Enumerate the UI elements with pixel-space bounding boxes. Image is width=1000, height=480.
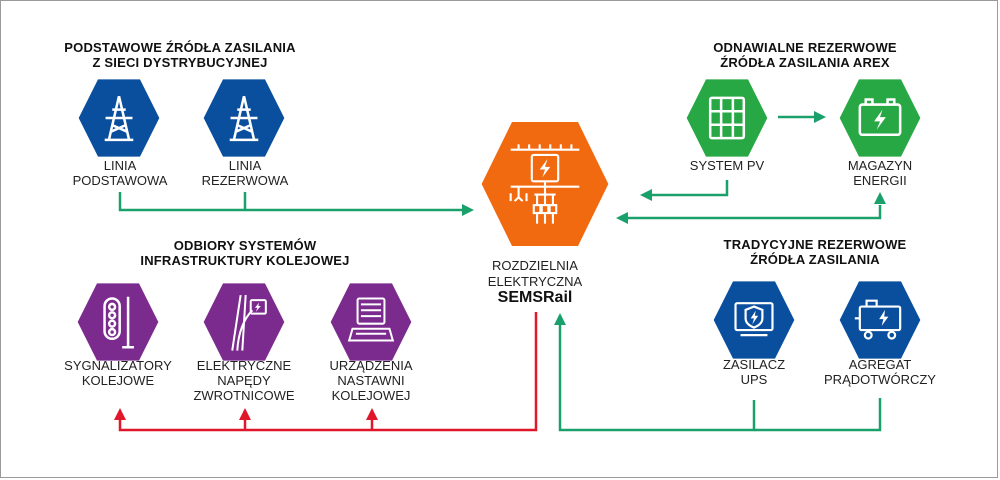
switchboard-icon (509, 144, 580, 224)
generator-icon (854, 299, 902, 340)
zasilacz-ups-label: ZASILACZ UPS (674, 357, 834, 387)
consumer-arrowhead-switches (239, 408, 251, 420)
agregat-label-line1: AGREGAT (848, 357, 912, 372)
battery-icon (858, 98, 902, 137)
linia-rezerwowa-node (202, 76, 286, 160)
zasilacz-ups-label-line2: UPS (740, 372, 768, 387)
linia-rezerwowa-label-line1: LINIA (228, 158, 262, 173)
napedy-label-line2: NAPĘDY (217, 373, 271, 388)
semsrail-brand: SEMSRail (497, 289, 573, 306)
linia-podstawowa-label-line1: LINIA (103, 158, 137, 173)
magazyn-energii-node (838, 76, 922, 160)
consumer-arrowhead-interlocking (366, 408, 378, 420)
rozdzielnia-label-line1: ROZDZIELNIA (492, 258, 578, 273)
zasilacz-ups-node (712, 278, 796, 362)
control-rack-icon (347, 297, 395, 342)
pv-to-storage-arrowhead (814, 111, 826, 123)
consumer-arrowhead-signals (114, 408, 126, 420)
center-to-storage-arrowhead (874, 192, 886, 204)
sygnalizatory-label-line2: KOLEJOWE (81, 373, 155, 388)
rozdzielnia-label-line2: ELEKTRYCZNA (487, 274, 583, 289)
ups-icon (734, 302, 774, 337)
magazyn-energii-label-line2: ENERGII (853, 173, 907, 188)
linia-rezerwowa-label: LINIA REZERWOWA (165, 158, 325, 188)
rozdzielnia-label: ROZDZIELNIA ELEKTRYCZNA SEMSRail (455, 258, 615, 306)
consumers-heading: ODBIORY SYSTEMÓW INFRASTRUKTURY KOLEJOWE… (130, 238, 360, 268)
urzadzenia-node (329, 280, 413, 364)
pv-to-center-arrowhead (640, 189, 652, 201)
napedy-label: ELEKTRYCZNE NAPĘDY ZWROTNICOWE (164, 358, 324, 403)
pv-to-center-connector (652, 180, 729, 197)
linia-podstawowa-label-line2: PODSTAWOWA (72, 173, 168, 188)
railway-signal-icon (103, 296, 134, 349)
agregat-node (838, 278, 922, 362)
power-tower-icon (104, 95, 134, 142)
basic-supply-arrowhead (462, 204, 474, 216)
power-tower-icon (229, 95, 259, 142)
agregat-label-line2: PRĄDOTWÓRCZY (824, 372, 936, 387)
urzadzenia-label-line1: URZĄDZENIA (329, 358, 413, 373)
storage-to-center-connector (628, 205, 882, 220)
system-pv-node (685, 76, 769, 160)
magazyn-energii-label: MAGAZYN ENERGII (800, 158, 960, 188)
sygnalizatory-label-line1: SYGNALIZATORY (64, 358, 172, 373)
traditional-heading: TRADYCYJNE REZERWOWE ŹRÓDŁA ZASILANIA (710, 237, 920, 267)
basic-supply-heading-line1: PODSTAWOWE ŹRÓDŁA ZASILANIA (64, 40, 296, 55)
basic-supply-connector (118, 192, 462, 212)
napedy-node (202, 280, 286, 364)
napedy-label-line3: ZWROTNICOWE (193, 388, 295, 403)
basic-supply-heading: PODSTAWOWE ŹRÓDŁA ZASILANIA Z SIECI DYST… (60, 40, 300, 70)
solar-panel-icon (708, 96, 746, 140)
renewable-heading: ODNAWIALNE REZERWOWE ŹRÓDŁA ZASILANIA AR… (700, 40, 910, 70)
renewable-heading-line1: ODNAWIALNE REZERWOWE (713, 40, 897, 55)
system-pv-label-line1: SYSTEM PV (689, 158, 765, 173)
rail-switch-icon (231, 294, 267, 351)
traditional-heading-line1: TRADYCYJNE REZERWOWE (723, 237, 907, 252)
urzadzenia-label-line2: NASTAWNI (337, 373, 405, 388)
urzadzenia-label: URZĄDZENIA NASTAWNI KOLEJOWEJ (291, 358, 451, 403)
consumers-heading-line2: INFRASTRUKTURY KOLEJOWEJ (140, 253, 350, 268)
traditional-heading-line2: ŹRÓDŁA ZASILANIA (750, 252, 880, 267)
rozdzielnia-node (474, 118, 616, 250)
urzadzenia-label-line3: KOLEJOWEJ (331, 388, 411, 403)
magazyn-energii-label-line1: MAGAZYN (847, 158, 913, 173)
zasilacz-ups-label-line1: ZASILACZ (722, 357, 786, 372)
basic-supply-heading-line2: Z SIECI DYSTRYBUCYJNEJ (92, 55, 268, 70)
linia-podstawowa-label: LINIA PODSTAWOWA (40, 158, 200, 188)
consumers-heading-line1: ODBIORY SYSTEMÓW (173, 238, 317, 253)
agregat-label: AGREGAT PRĄDOTWÓRCZY (800, 357, 960, 387)
traditional-to-center-arrowhead (554, 313, 566, 325)
linia-podstawowa-node (77, 76, 161, 160)
center-to-consumers-connector (118, 312, 538, 432)
storage-to-center-arrowhead (616, 212, 628, 224)
linia-rezerwowa-label-line2: REZERWOWA (201, 173, 289, 188)
traditional-to-center-connector (558, 325, 882, 432)
napedy-label-line1: ELEKTRYCZNE (196, 358, 292, 373)
sygnalizatory-label: SYGNALIZATORY KOLEJOWE (38, 358, 198, 388)
system-pv-label: SYSTEM PV (647, 158, 807, 173)
renewable-heading-line2: ŹRÓDŁA ZASILANIA AREX (720, 55, 890, 70)
sygnalizatory-node (76, 280, 160, 364)
